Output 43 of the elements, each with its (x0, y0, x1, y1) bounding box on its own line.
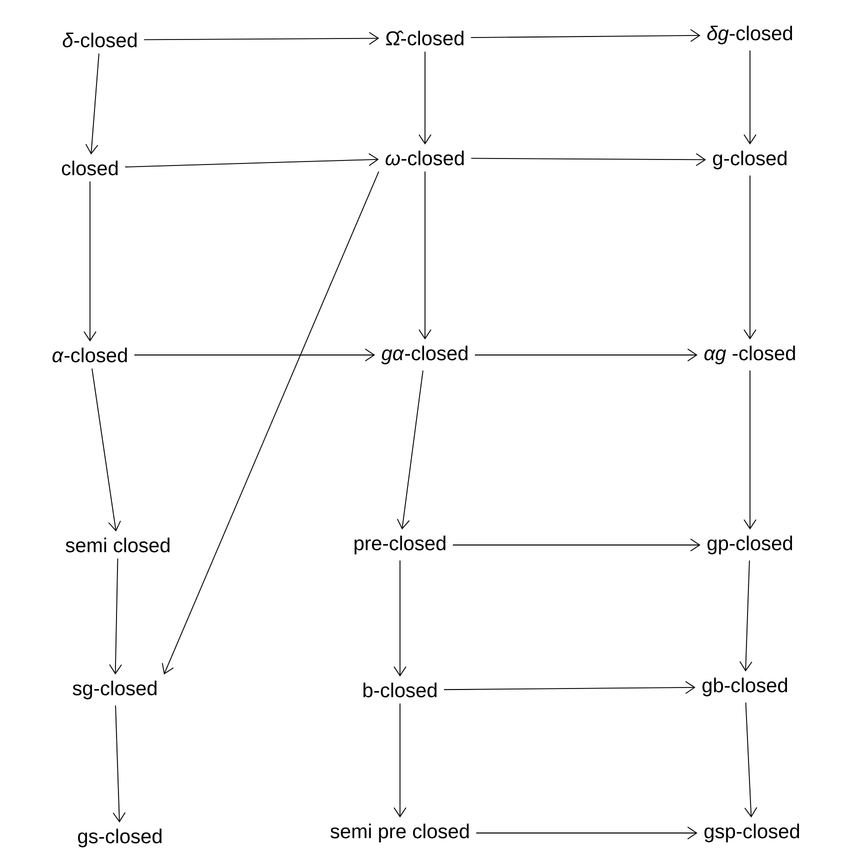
arrow (396, 370, 424, 530)
term-label: semi pre closed (330, 824, 469, 842)
arrow (144, 32, 380, 45)
term-label: gsp-closed (704, 824, 800, 842)
arrow (92, 368, 121, 532)
arrow (476, 826, 698, 840)
arrow (162, 171, 380, 674)
term-label: g-closed (713, 150, 786, 170)
arrow (739, 560, 752, 672)
term-label: gb-closed (702, 678, 788, 696)
arrow (109, 558, 122, 674)
arrow (744, 702, 758, 818)
term-label: Ω̂-closed (386, 30, 464, 46)
arrow (85, 53, 100, 154)
arrow (124, 153, 379, 168)
term-label: b-closed (363, 682, 436, 698)
term-label: ω-closed (386, 150, 464, 166)
arrow (744, 175, 756, 340)
term-label: gp-closed (707, 536, 792, 554)
arrow (744, 50, 756, 144)
term-label: gs-closed (78, 828, 162, 848)
arrow (474, 348, 698, 362)
arrow (394, 703, 406, 818)
arrow (470, 153, 706, 166)
arrow (84, 181, 96, 342)
term-label: αg -closed (704, 346, 795, 364)
arrow (394, 560, 406, 676)
term-label: gα-closed (381, 346, 468, 364)
term-label: sg-closed (72, 680, 156, 700)
arrow (470, 29, 700, 42)
term-label: δ-closed (62, 32, 137, 48)
term-label: pre-closed (354, 536, 446, 554)
term-label: α-closed (52, 348, 127, 362)
arrow (444, 681, 696, 694)
term-label: δg-closed (707, 26, 792, 44)
term-label: closed (62, 160, 118, 176)
term-label: semi closed (66, 538, 170, 552)
arrow (418, 171, 432, 340)
arrow (452, 538, 700, 552)
arrow (418, 51, 432, 144)
arrow (744, 370, 756, 530)
arrow (112, 705, 126, 822)
arrow (134, 348, 376, 362)
